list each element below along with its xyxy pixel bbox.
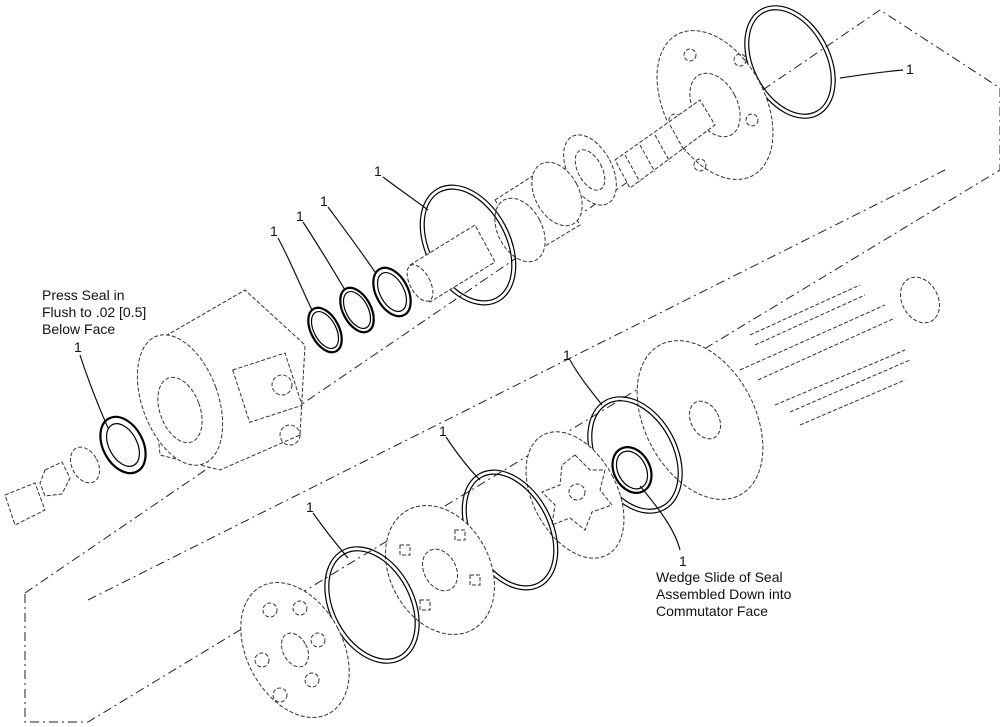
nut	[39, 461, 71, 497]
leader-end-cover-o-ring	[569, 359, 603, 406]
hex-bolt	[4, 482, 46, 526]
note-press-seal-line-2: Flush to .02 [0.5]	[42, 304, 146, 320]
note-wedge-slide-line-1: Wedge Slide of Seal	[656, 569, 783, 585]
callout-seal-1: 1	[270, 223, 278, 239]
leader-shaft-o-ring	[382, 176, 429, 211]
leader-front-seal	[79, 354, 109, 429]
callout-front-seal: 1	[74, 339, 82, 355]
shaft-seal-2	[339, 286, 375, 334]
note-wedge-slide: Wedge Slide of Seal Assembled Down into …	[656, 569, 792, 619]
end-plate-top	[656, 30, 774, 180]
gerotor-ring	[525, 431, 625, 559]
leader-seal-1	[277, 237, 313, 311]
gerotor-star	[541, 454, 613, 531]
leader-top-o-ring	[839, 69, 904, 79]
note-press-seal: Press Seal in Flush to .02 [0.5] Below F…	[42, 287, 146, 337]
output-shaft	[409, 224, 496, 303]
assembly-split-line	[87, 169, 946, 601]
callout-seal-2: 1	[296, 208, 304, 224]
leader-seal-2	[302, 221, 346, 291]
note-wedge-slide-line-3: Commutator Face	[656, 603, 768, 619]
note-wedge-slide-line-2: Assembled Down into	[656, 586, 792, 602]
callout-end-cover-o-ring: 1	[563, 347, 571, 363]
note-press-seal-line-1: Press Seal in	[42, 287, 124, 303]
shaft-seal-3	[372, 266, 412, 318]
assembly-boundary	[24, 9, 1000, 723]
commutator-seal	[611, 446, 653, 494]
callout-seal-3: 1	[320, 193, 328, 209]
end-cover	[636, 340, 764, 500]
valve-plate	[240, 582, 350, 718]
callout-top-o-ring: 1	[906, 61, 914, 77]
callout-shaft-o-ring: 1	[374, 163, 382, 179]
callout-gerotor-o-ring: 1	[439, 423, 447, 439]
callout-manifold-o-ring: 1	[306, 499, 314, 515]
shaft-seal-1	[307, 306, 343, 354]
callout-commutator-seal: 1	[679, 553, 687, 569]
manifold-plate	[385, 505, 495, 635]
drive-shaft	[614, 99, 716, 189]
leader-gerotor-o-ring	[445, 436, 481, 481]
cap-plate	[900, 276, 940, 324]
note-press-seal-line-3: Below Face	[42, 321, 115, 337]
leader-manifold-o-ring	[312, 512, 349, 559]
washer	[69, 446, 101, 484]
front-shaft-seal	[99, 415, 147, 475]
leader-commutator-seal	[639, 485, 681, 551]
leader-seal-3	[327, 206, 376, 273]
tie-bolts	[739, 284, 911, 426]
